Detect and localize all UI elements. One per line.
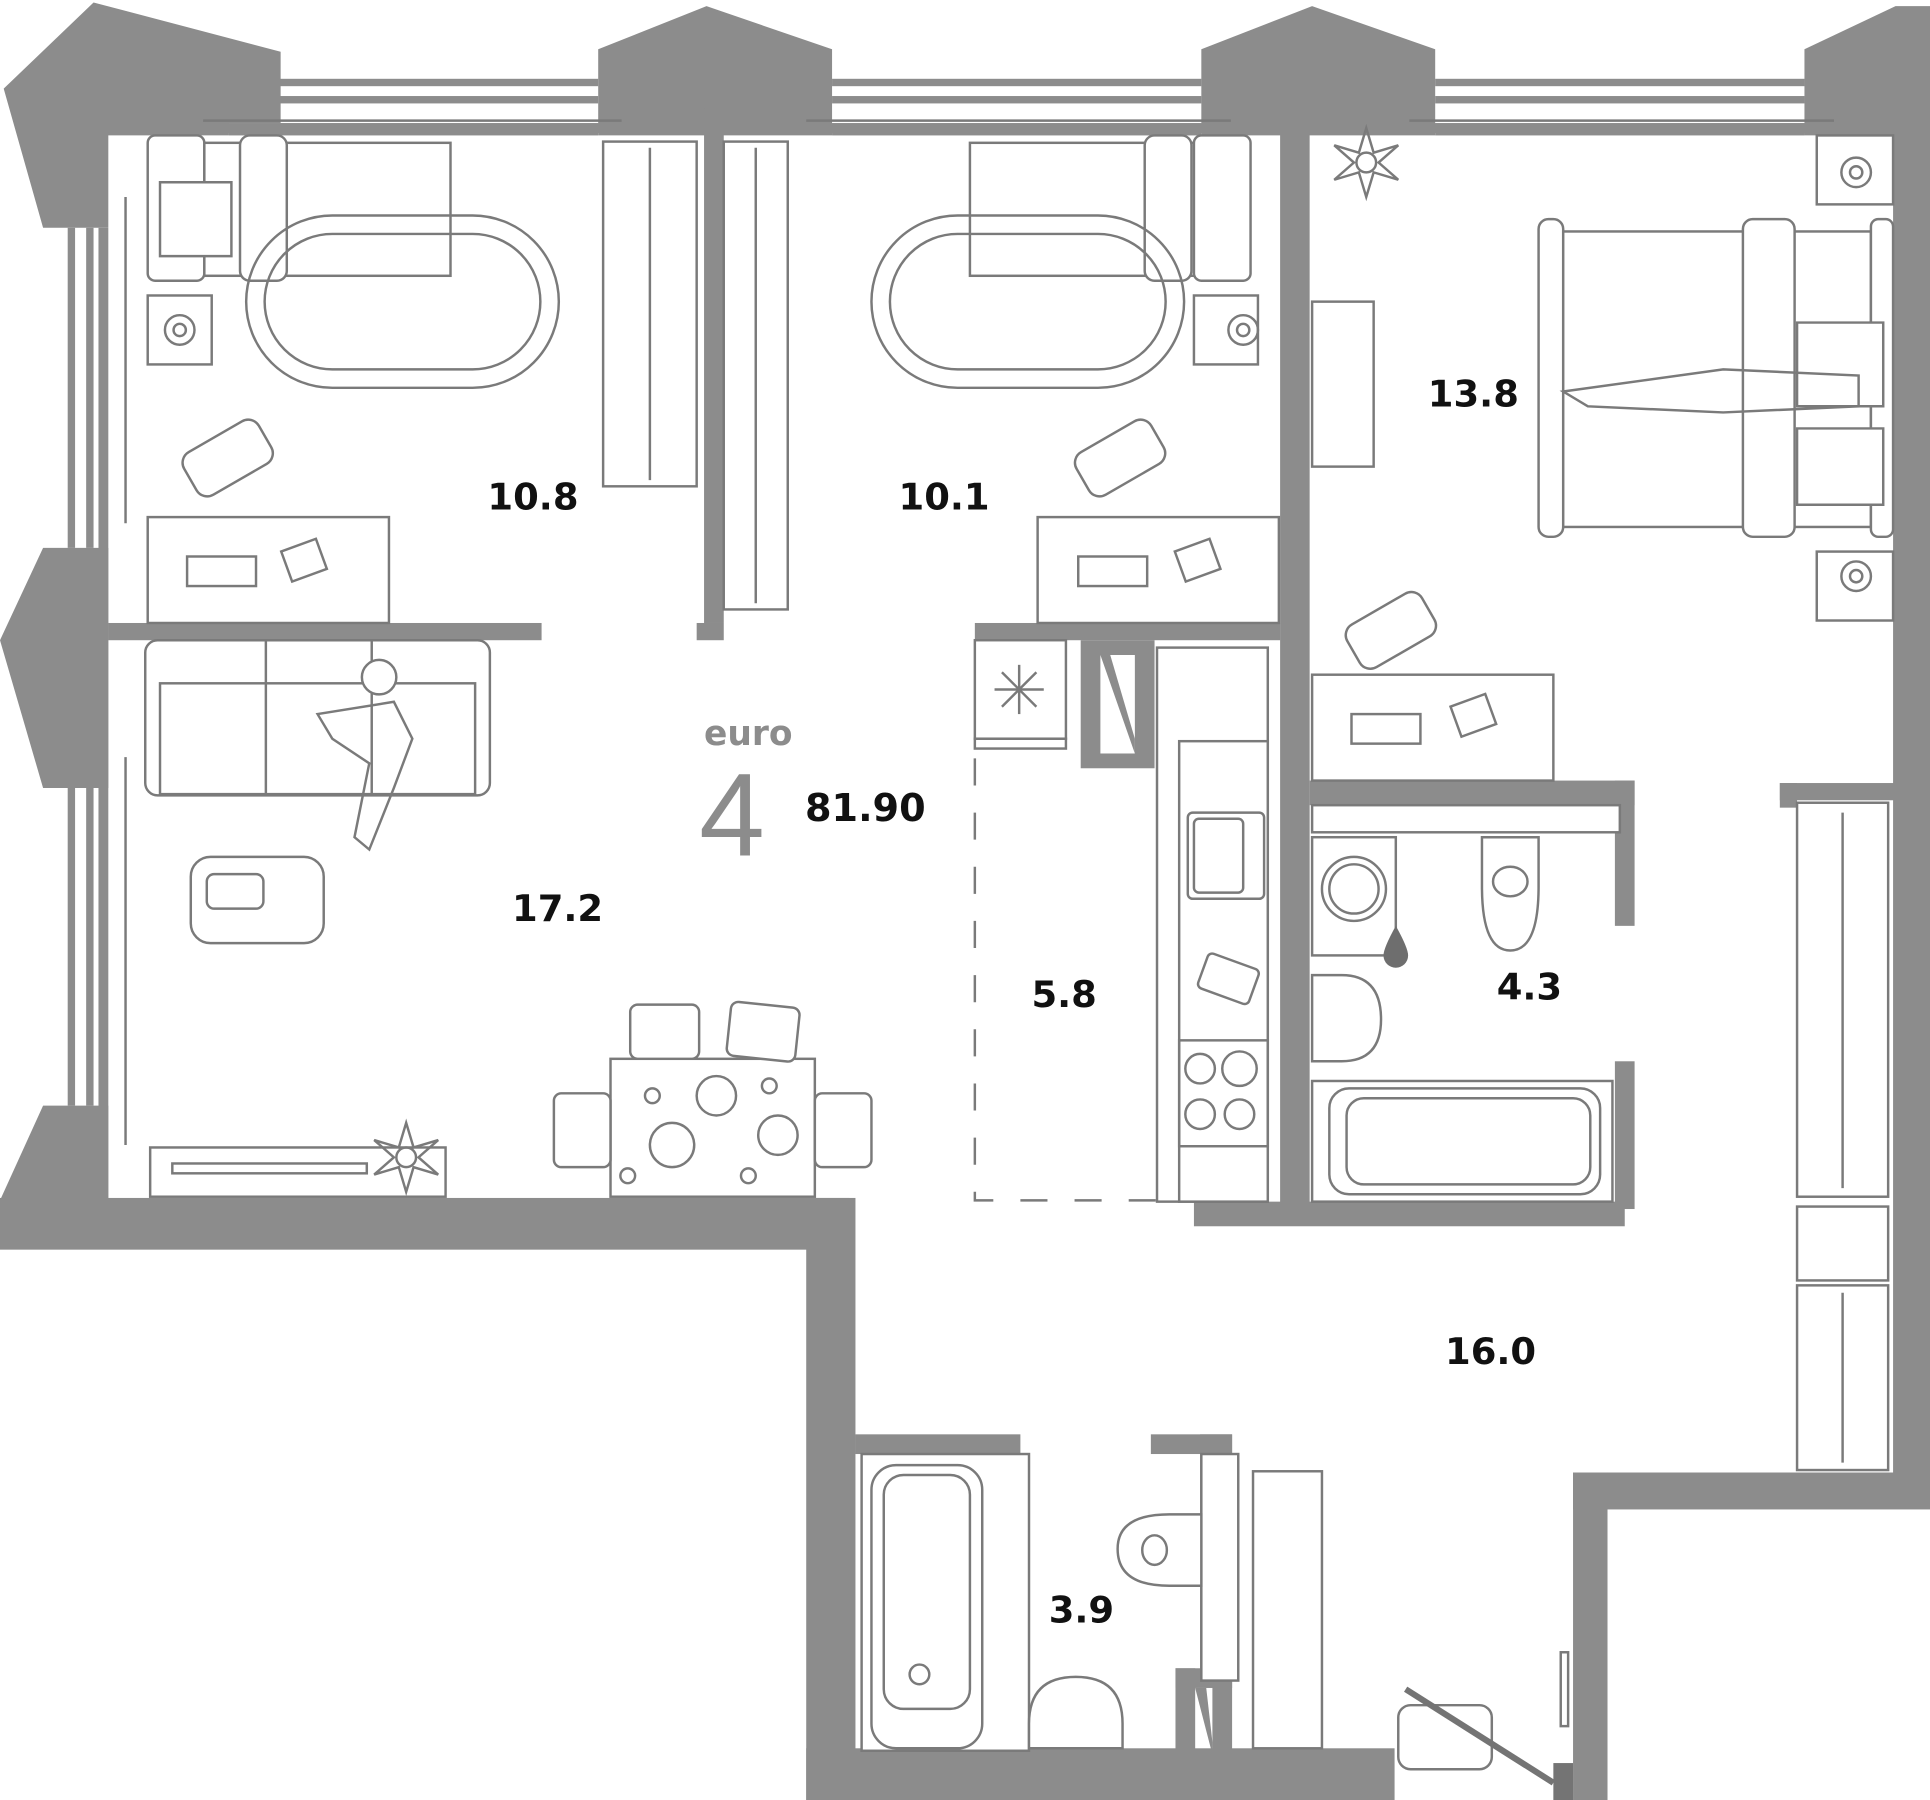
room-labels: 10.8 10.1 13.8 17.2 5.8 4.3 16.0 3.9 (487, 372, 1562, 1631)
room-area-hallway: 16.0 (1445, 1330, 1536, 1373)
furniture (124, 119, 1895, 1786)
bedroom-2-furniture (722, 134, 1281, 625)
room-area-bedroom-master: 13.8 (1428, 372, 1519, 415)
bedroom-1-furniture (146, 134, 698, 625)
bathroom-2-furniture (860, 1452, 1570, 1786)
room-area-bathroom-2: 3.9 (1049, 1589, 1114, 1632)
room-area-bathroom-1: 4.3 (1497, 966, 1562, 1009)
living-room-furniture (144, 638, 873, 1198)
room-area-living-room: 17.2 (512, 887, 603, 930)
room-area-bedroom-1: 10.8 (487, 476, 578, 519)
apartment-summary: euro 4 81.90 (699, 714, 926, 882)
room-count: 4 (699, 750, 765, 882)
room-area-kitchen: 5.8 (1031, 973, 1096, 1016)
room-area-bedroom-2: 10.1 (899, 476, 990, 519)
total-area: 81.90 (805, 786, 926, 830)
kitchen-furniture (973, 638, 1270, 1203)
bathroom-1-furniture (1310, 803, 1622, 1203)
apartment-type-label: euro (704, 714, 793, 754)
bedroom-master-furniture (1310, 123, 1895, 1472)
